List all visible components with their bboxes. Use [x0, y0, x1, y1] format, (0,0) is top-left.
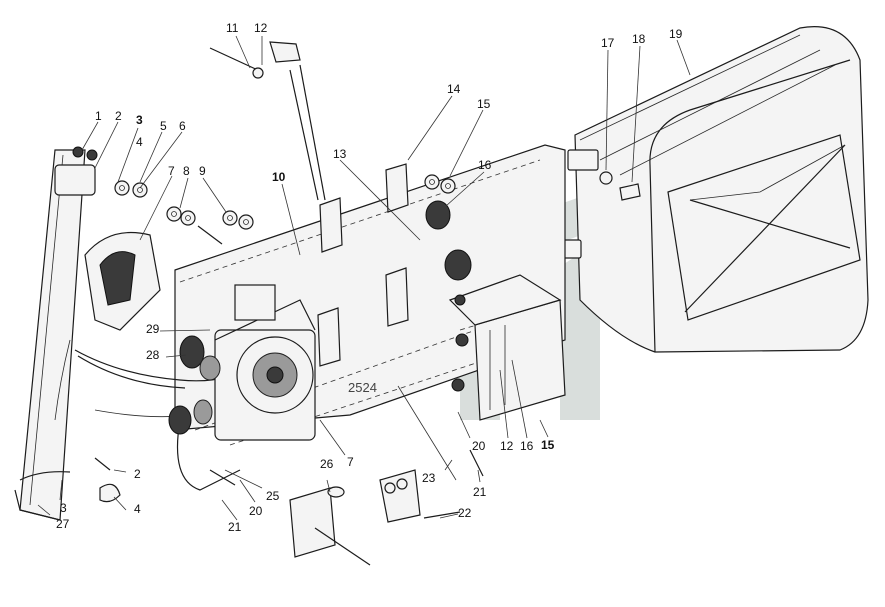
callout-20-bottom: 20: [249, 504, 263, 518]
callout-1: 1: [95, 109, 102, 123]
callout-4: 4: [136, 135, 143, 149]
callout-16-top: 16: [478, 158, 492, 172]
callout-26: 26: [320, 457, 334, 471]
callout-17: 17: [601, 36, 615, 50]
callout-21-bottom: 21: [228, 520, 242, 534]
callout-15-right: 15: [541, 438, 555, 452]
callout-6: 6: [179, 119, 186, 133]
cable-duct: [14, 146, 98, 521]
callout-12-top: 12: [254, 21, 268, 35]
callout-10: 10: [272, 170, 286, 184]
callout-25: 25: [266, 489, 280, 503]
callout-9: 9: [199, 164, 206, 178]
callout-13: 13: [333, 147, 347, 161]
relay-clips: [317, 163, 409, 367]
callout-28: 28: [146, 348, 160, 362]
callout-7-bottom: 7: [347, 455, 354, 469]
relay-bracket: [84, 231, 161, 331]
callout-19: 19: [669, 27, 683, 41]
callout-2-bottom: 2: [134, 467, 141, 481]
washers-and-bolts: [94, 41, 641, 566]
callout-21-right: 21: [473, 485, 487, 499]
callout-2: 2: [115, 109, 122, 123]
callout-11: 11: [226, 21, 239, 35]
terminal-block: [448, 274, 566, 421]
motor-unit: [214, 284, 316, 441]
callout-7: 7: [168, 164, 175, 178]
callout-29: 29: [146, 322, 160, 336]
callout-8: 8: [183, 164, 190, 178]
cylinder-parts: [425, 200, 472, 281]
watermark-text: 2524: [348, 380, 377, 395]
callout-15-top: 15: [477, 97, 491, 111]
callout-5: 5: [160, 119, 167, 133]
callout-14: 14: [447, 82, 461, 96]
leader-lines: [37, 35, 691, 521]
callout-27: 27: [56, 517, 70, 531]
callout-16-right: 16: [520, 439, 534, 453]
callout-4-bottom: 4: [134, 502, 141, 516]
callout-12-right: 12: [500, 439, 514, 453]
grommets: [168, 335, 221, 435]
callout-22: 22: [458, 506, 472, 520]
callout-23: 23: [422, 471, 436, 485]
callout-18: 18: [632, 32, 646, 46]
callout-labels: 1 2 3 4 5 6 7 8 9 10 11 12 13 14 15 16 1…: [56, 21, 683, 534]
callout-20-right: 20: [472, 439, 486, 453]
callout-3: 3: [136, 113, 143, 127]
callout-3-bottom: 3: [60, 501, 67, 515]
cabinet-housing: [554, 26, 869, 353]
